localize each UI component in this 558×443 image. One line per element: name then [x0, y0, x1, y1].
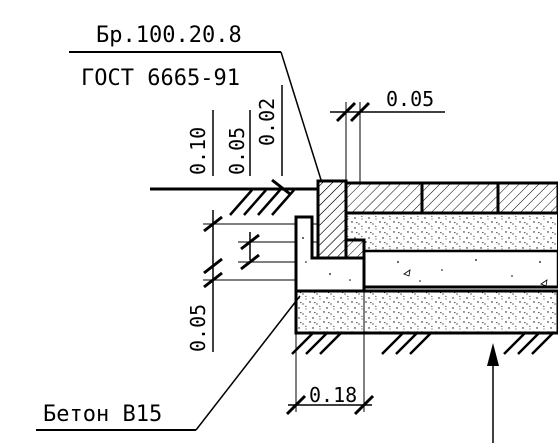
dim-0-10: 0.10: [186, 127, 210, 175]
standard-label: ГОСТ 6665-91: [81, 66, 240, 91]
ground-line-left: [150, 178, 318, 216]
up-arrow-icon: [487, 343, 499, 443]
dim-0-05-right: 0.05: [386, 87, 434, 111]
pavement-structure: [294, 181, 558, 335]
ground-hatch-bottom: [291, 331, 555, 355]
vertical-dimensions-lower: 0.05: [186, 210, 318, 352]
curb-type-label: Бр.100.20.8: [96, 23, 242, 48]
dim-top-right: 0.05: [330, 87, 445, 182]
vertical-dimensions-top: 0.10 0.05 0.02: [186, 85, 283, 176]
dim-0-05-top: 0.05: [225, 127, 249, 175]
dim-bottom: 0.18: [285, 291, 375, 416]
dim-0-02: 0.02: [255, 98, 279, 146]
dim-0-05-left: 0.05: [186, 304, 210, 352]
material-label: Бетон B15: [43, 402, 162, 427]
curb-type-leader: Бр.100.20.8 ГОСТ 6665-91: [69, 23, 323, 184]
dim-0-18: 0.18: [309, 383, 357, 407]
curb-stone: [316, 179, 366, 260]
material-leader: Бетон B15: [36, 295, 301, 431]
